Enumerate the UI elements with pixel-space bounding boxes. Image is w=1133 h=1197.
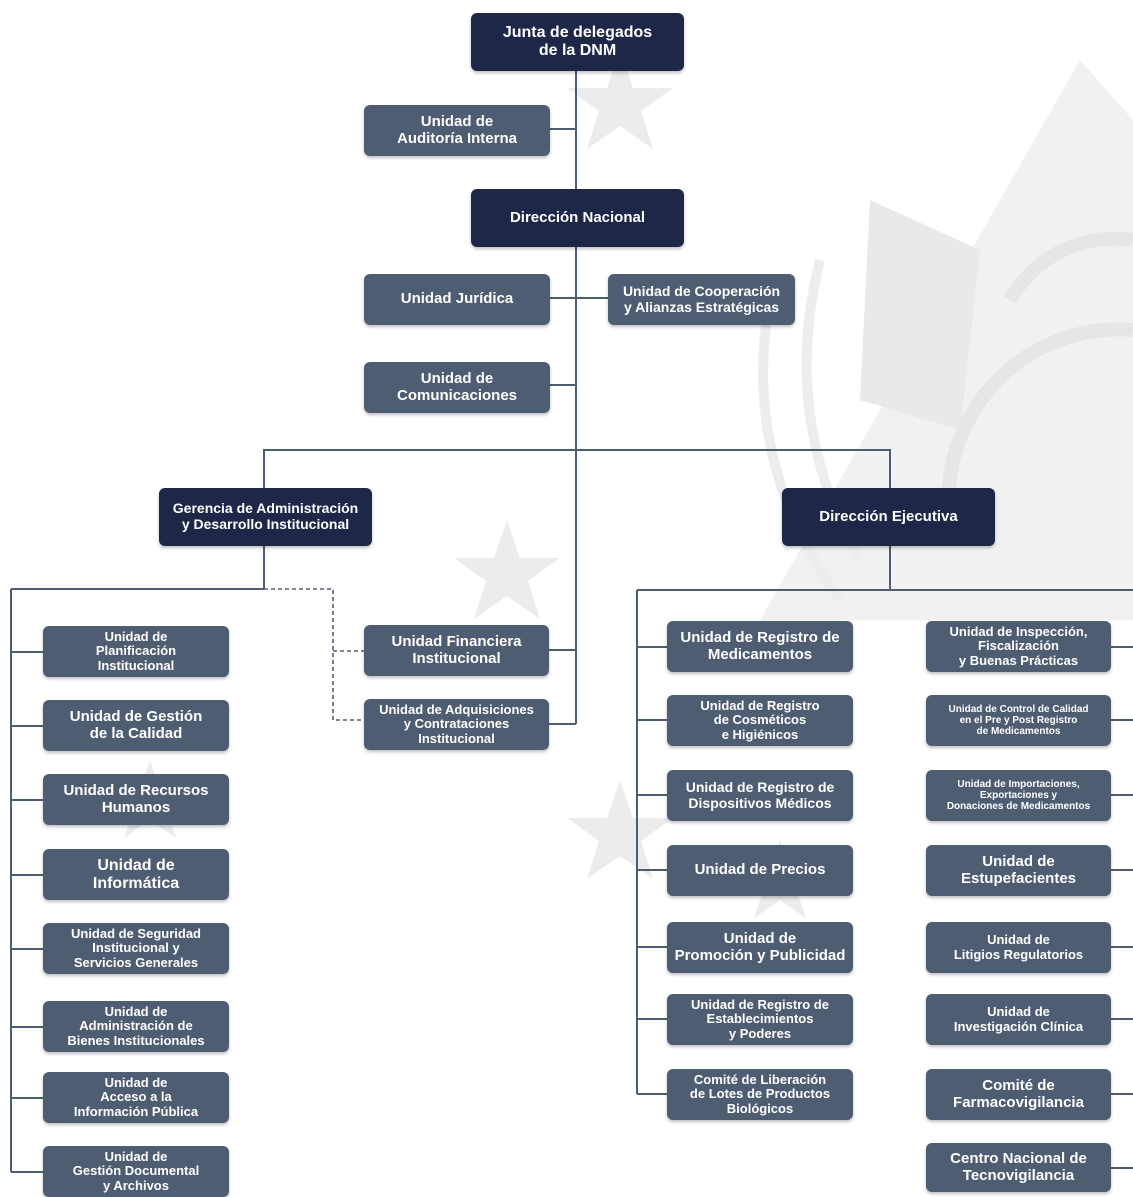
node-ejecutiva-unit: Unidad de Promoción y Publicidad — [667, 922, 853, 973]
node-ejecutiva-unit: Comité de Farmacovigilancia — [926, 1069, 1111, 1120]
watermark-wreath — [758, 299, 845, 603]
node-unidad-adquisiciones: Unidad de Adquisiciones y Contrataciones… — [364, 699, 549, 750]
node-gerencia-unit: Unidad de Acceso a la Información Públic… — [43, 1072, 229, 1123]
node-gerencia-unit: Unidad de Gestión Documental y Archivos — [43, 1146, 229, 1197]
node-ejecutiva-unit: Centro Nacional de Tecnovigilancia — [926, 1143, 1111, 1192]
node-gerencia-unit: Unidad de Administración de Bienes Insti… — [43, 1001, 229, 1052]
node-unidad-cooperacion: Unidad de Cooperación y Alianzas Estraté… — [608, 274, 795, 325]
node-ejecutiva-unit: Unidad de Importaciones, Exportaciones y… — [926, 770, 1111, 821]
node-gerencia-unit: Unidad de Seguridad Institucional y Serv… — [43, 923, 229, 974]
node-gerencia-unit: Unidad de Informática — [43, 849, 229, 900]
node-unidad-comunicaciones: Unidad de Comunicaciones — [364, 362, 550, 413]
node-gerencia-unit: Unidad de Recursos Humanos — [43, 774, 229, 825]
node-ejecutiva-unit: Unidad de Registro de Dispositivos Médic… — [667, 770, 853, 821]
node-ejecutiva-unit: Unidad de Registro de Establecimientos y… — [667, 994, 853, 1045]
node-ejecutiva-unit: Unidad de Registro de Cosméticos e Higié… — [667, 695, 853, 746]
watermark-star — [567, 50, 673, 149]
watermark-star — [454, 520, 560, 619]
watermark-ring — [941, 322, 1133, 521]
node-ejecutiva-unit: Unidad de Registro de Medicamentos — [667, 621, 853, 672]
node-direccion-ejecutiva: Dirección Ejecutiva — [782, 488, 995, 546]
node-gerencia-unit: Unidad de Planificación Institucional — [43, 626, 229, 677]
node-unidad-juridica: Unidad Jurídica — [364, 274, 550, 325]
node-ejecutiva-unit: Unidad de Inspección, Fiscalización y Bu… — [926, 621, 1111, 672]
watermark-arc — [1003, 231, 1133, 304]
node-direccion-nacional: Dirección Nacional — [471, 189, 684, 247]
dotted-connector — [264, 588, 364, 721]
node-gerencia-unit: Unidad de Gestión de la Calidad — [43, 700, 229, 751]
node-junta-de-delegados: Junta de delegados de la DNM — [471, 13, 684, 71]
watermark-flag — [860, 200, 980, 430]
node-ejecutiva-unit: Unidad de Litigios Regulatorios — [926, 922, 1111, 973]
node-ejecutiva-unit: Comité de Liberación de Lotes de Product… — [667, 1069, 853, 1120]
node-gerencia-administracion: Gerencia de Administración y Desarrollo … — [159, 488, 372, 546]
node-unidad-financiera: Unidad Financiera Institucional — [364, 625, 549, 676]
node-auditoria-interna: Unidad de Auditoría Interna — [364, 105, 550, 156]
watermark-star — [567, 780, 673, 879]
node-ejecutiva-unit: Unidad de Control de Calidad en el Pre y… — [926, 695, 1111, 746]
node-ejecutiva-unit: Unidad de Investigación Clínica — [926, 994, 1111, 1045]
node-ejecutiva-unit: Unidad de Precios — [667, 845, 853, 896]
node-ejecutiva-unit: Unidad de Estupefacientes — [926, 845, 1111, 896]
